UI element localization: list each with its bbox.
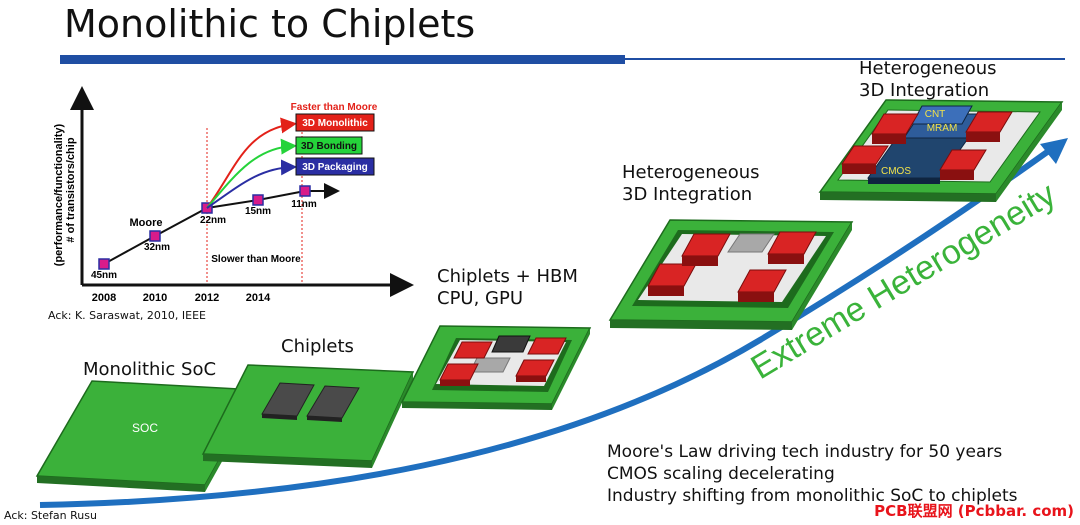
arrow-3d-packaging [206,159,297,209]
page-title: Monolithic to Chiplets [64,2,476,46]
bullet-item: Industry shifting from monolithic SoC to… [607,486,1018,506]
node-11nm-label: 11nm [291,199,317,210]
bullet-item: CMOS scaling decelerating [607,464,835,484]
inset-y-label-2: (performance/functionality) [53,123,65,266]
soc-chip-label: SOC [132,421,158,435]
moore-label: Moore [130,217,163,229]
node-32nm-marker [149,230,161,242]
hetero-3d-board [608,219,854,330]
stage-hbm-label-1: Chiplets + HBM [437,266,578,287]
title-underline-thin [625,58,1065,60]
stage-chiplets-label: Chiplets [281,336,354,357]
x-tick-2012: 2012 [195,292,219,304]
faster-than-moore-label: Faster than Moore [291,102,378,113]
node-15nm-marker [252,194,264,206]
x-tick-2010: 2010 [143,292,167,304]
box-3d-bonding-label: 3D Bonding [301,141,357,152]
box-3d-bonding [295,136,363,155]
node-22nm-label: 22nm [200,215,226,226]
node-11nm-marker [299,185,311,197]
stage-monolithic-label: Monolithic SoC [83,359,217,380]
layer-mram-label: MRAM [927,123,958,134]
slower-than-moore-label: Slower than Moore [211,254,301,265]
box-3d-monolithic-label: 3D Monolithic [302,118,368,129]
arrow-3d-monolithic [206,117,297,209]
layer-cnt-label: CNT [925,109,946,120]
trend-arrowhead [1040,138,1068,164]
box-3d-packaging-label: 3D Packaging [302,162,368,173]
node-45nm-marker [98,258,110,270]
title-underline [60,55,625,64]
stage-hetero2-label-2: 3D Integration [859,80,990,101]
bullet-item: Moore's Law driving tech industry for 50… [607,442,1003,462]
bottom-ack: Ack: Stefan Rusu [4,509,97,522]
trend-curve [39,147,1052,508]
box-3d-packaging [295,157,375,176]
inset-ack: Ack: K. Saraswat, 2010, IEEE [48,309,207,322]
box-3d-monolithic [295,113,375,132]
x-tick-2014: 2014 [246,292,271,304]
stage-hetero-label-2: 3D Integration [622,184,753,205]
hetero-3d-stack-board: CNT MRAM CMOS [818,99,1064,202]
chiplets-board [201,364,415,468]
inset-chart: # of transistors/chip (performance/funct… [53,86,414,304]
node-32nm-label: 32nm [144,242,170,253]
chiplets-hbm-board [400,325,592,410]
inset-y-label: # of transistors/chip [65,137,77,242]
arrow-3d-bonding [206,138,297,209]
stage-hetero-label-1: Heterogeneous [622,162,760,183]
x-tick-2008: 2008 [92,292,116,304]
stage-hetero2-label-1: Heterogeneous [859,58,997,79]
bullet-list: Moore's Law driving tech industry for 50… [607,441,1017,507]
stage-hbm-label-2: CPU, GPU [437,288,524,309]
node-15nm-label: 15nm [245,206,271,217]
node-45nm-label: 45nm [91,270,117,281]
watermark: PCB联盟网 (Pcbbar. com) [874,502,1074,520]
layer-cmos-label: CMOS [881,166,911,177]
